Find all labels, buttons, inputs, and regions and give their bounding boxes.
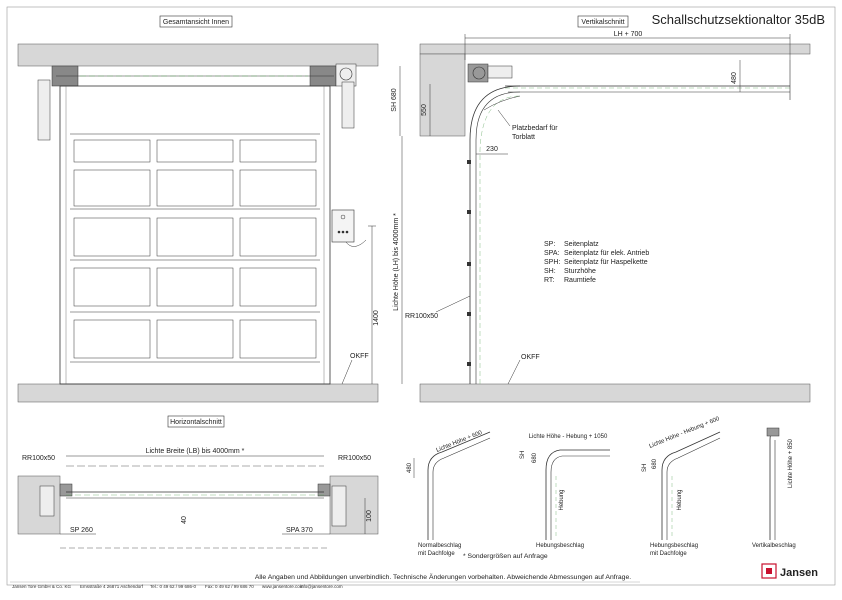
sheet-border	[6, 6, 836, 586]
fitting-normal-top: Lichte Höhe + 600	[436, 430, 484, 454]
vertical-view-title-box	[577, 15, 629, 28]
motor-wheel	[339, 67, 353, 81]
front-view-title-box	[159, 15, 233, 28]
dim-230: 230	[486, 146, 498, 153]
left-bracket	[37, 79, 51, 141]
fitting-normal-dim: 480	[407, 462, 413, 473]
footer-street: Emsstraße 4 26871 Aschendorf	[80, 584, 144, 589]
space-line-1: Platzbedarf für	[512, 125, 558, 132]
legend: SP: Seitenplatz SPA: Seitenplatz für elek.…	[544, 241, 649, 284]
lintel	[419, 53, 466, 137]
dim-sh-680: SH 680	[391, 88, 398, 111]
footer: Jansen Tore GmbH & Co. KG Emsstraße 4 26…	[12, 584, 343, 589]
door-outline	[59, 85, 331, 385]
horizontal-view-title-box	[167, 415, 225, 428]
footer-mail: info@jansentore.com	[300, 584, 343, 589]
legend-key-0: SP:	[544, 241, 555, 248]
legend-key-2: SPH:	[544, 259, 560, 266]
fitting-lift-name: Hebungsbeschlag	[536, 543, 584, 549]
dim-40: 40	[181, 516, 188, 524]
fitting-vertical-name: Vertikalbeschlag	[752, 543, 796, 549]
fitting-lift-roof-name-2: mit Dachfolge	[650, 551, 687, 557]
ceiling	[419, 43, 811, 55]
dim-spa370: SPA 370	[286, 527, 313, 534]
footer-company: Jansen Tore GmbH & Co. KG	[12, 584, 71, 589]
control-box	[331, 209, 355, 243]
special-sizes-note: * Sondergrößen auf Anfrage	[463, 553, 548, 560]
legend-val-2: Seitenplatz für Haspelkette	[564, 259, 648, 266]
motor-plan	[331, 485, 347, 527]
legend-val-3: Sturzhöhe	[564, 268, 596, 275]
right-bracket	[341, 81, 355, 129]
footer-fax: Fax: 0 49 62 / 99 686 70	[205, 584, 254, 589]
door-panels	[73, 139, 317, 359]
horizontal-view-title: Horizontalschnitt	[170, 419, 222, 426]
fitting-lift-roof-heb: Hebung	[677, 489, 683, 510]
dim-100: 100	[366, 510, 373, 522]
fitting-lift-top: Lichte Höhe - Hebung + 1050	[529, 434, 608, 440]
fitting-normal-name-1: Normalbeschlag	[418, 543, 461, 549]
track-rollers	[467, 160, 471, 366]
rr-vertical: RR100x50	[405, 313, 438, 320]
legend-val-1: Seitenplatz für elek. Antrieb	[564, 250, 649, 257]
vertical-section: Vertikalschnitt Schallschutzsektionaltor…	[391, 12, 825, 403]
floor	[17, 383, 379, 403]
fitting-lift-roof-name-1: Hebungsbeschlag	[650, 543, 698, 549]
logo-text: Jansen	[780, 567, 818, 579]
front-view-title: Gesamtansicht Innen	[163, 19, 229, 26]
wall-top	[17, 43, 379, 67]
legend-val-4: Raumtiefe	[564, 277, 596, 284]
dim-1400: 1400	[373, 310, 380, 326]
dim-lh: Lichte Höhe (LH) bis 4000mm *	[393, 213, 400, 311]
fitting-lift-heb: Hebung	[559, 489, 565, 510]
vertical-view-title: Vertikalschnitt	[581, 19, 624, 26]
dim-lh-700: LH + 700	[614, 31, 643, 38]
fitting-normal: 480 Lichte Höhe + 600 Normalbeschlag mit…	[407, 430, 491, 557]
horizontal-section: Horizontalschnitt Lichte Breite (LB) bis…	[17, 415, 379, 549]
rr-right: RR100x50	[338, 455, 371, 462]
dim-lb: Lichte Breite (LB) bis 4000mm *	[146, 448, 245, 455]
fitting-lift-sh: SH	[520, 451, 526, 459]
legend-key-1: SPA:	[544, 250, 559, 257]
disclaimer: Alle Angaben und Abbildungen unverbindli…	[255, 573, 631, 581]
dim-550: 550	[421, 104, 428, 116]
front-view: Gesamtansicht Innen	[17, 15, 380, 403]
fitting-lift-roof-top: Lichte Höhe - Hebung + 600	[649, 416, 722, 450]
footer-tel: Tel.: 0 49 62 / 99 686-0	[150, 584, 197, 589]
dim-sp260: SP 260	[70, 527, 93, 534]
page-title: Schallschutzsektionaltor 35dB	[652, 12, 825, 27]
fitting-normal-name-2: mit Dachfolge	[418, 551, 455, 557]
jansen-logo: Jansen	[761, 563, 818, 579]
fitting-lift-roof-sh: SH	[642, 464, 648, 472]
fitting-lift-roof: SH 680 Hebung Lichte Höhe - Hebung + 600…	[642, 416, 721, 557]
dim-480: 480	[731, 72, 738, 84]
fitting-lift-roof-dim: 680	[652, 458, 658, 469]
fitting-vertical-top: Lichte Höhe + 850	[788, 438, 794, 488]
floor-vertical	[419, 383, 811, 403]
fitting-lift: SH 680 Hebung Lichte Höhe - Hebung + 105…	[520, 434, 610, 549]
fitting-vertical: Lichte Höhe + 850 Vertikalbeschlag	[752, 427, 796, 549]
fitting-lift-dim: 680	[532, 452, 538, 463]
footer-web: www.jansentore.com	[262, 584, 304, 589]
okff-front: OKFF	[350, 353, 369, 360]
okff-vertical: OKFF	[521, 354, 540, 361]
drive-unit	[487, 65, 513, 79]
rr-left: RR100x50	[22, 455, 55, 462]
legend-val-0: Seitenplatz	[564, 241, 599, 248]
legend-key-4: RT:	[544, 277, 554, 284]
space-line-2: Torblatt	[512, 134, 535, 141]
legend-key-3: SH:	[544, 268, 556, 275]
